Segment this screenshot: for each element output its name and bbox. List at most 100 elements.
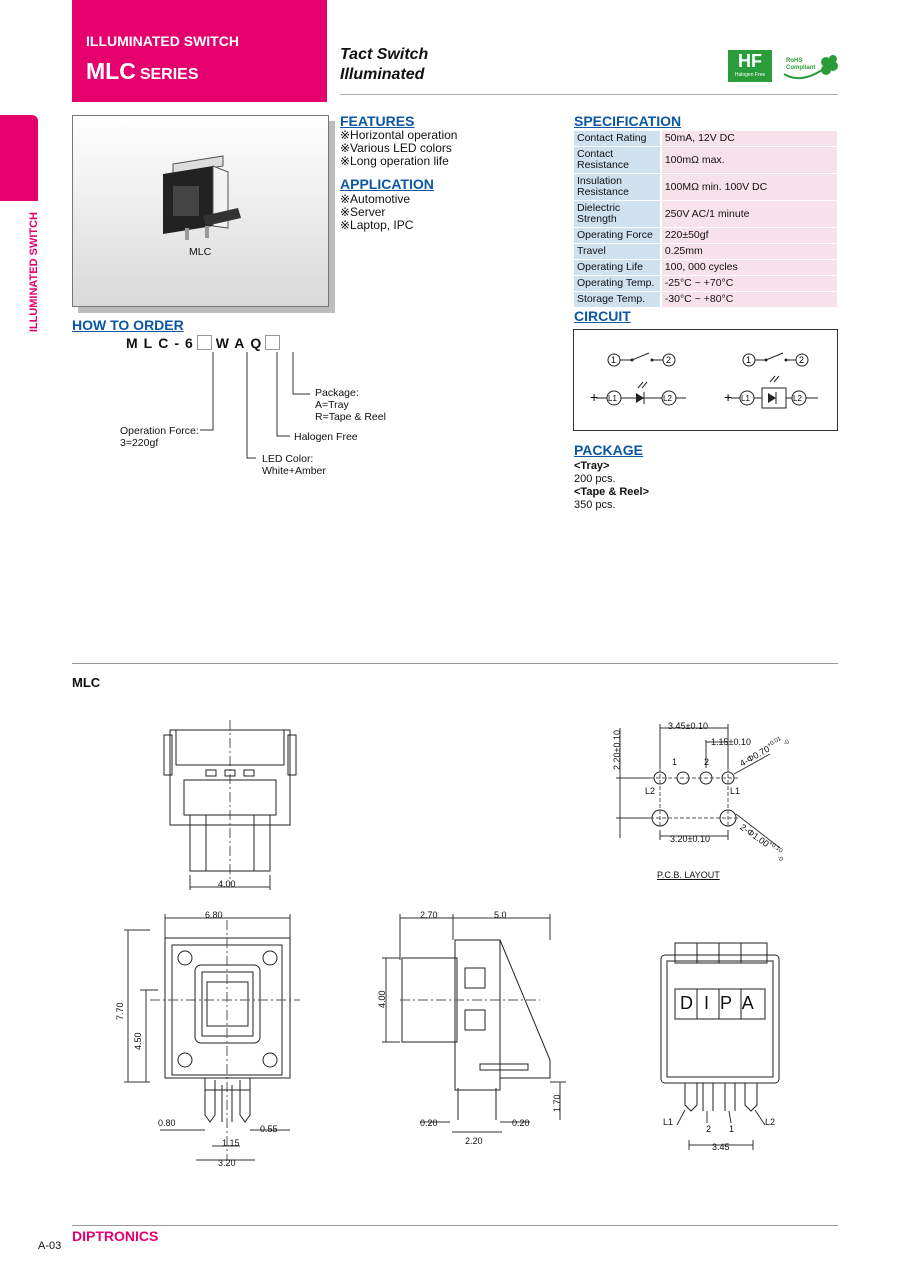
svg-text:L1: L1 <box>608 394 617 403</box>
pcb-caption: P.C.B. LAYOUT <box>657 870 720 880</box>
package-option: Package: A=Tray R=Tape & Reel <box>315 387 386 423</box>
spec-row: Operating Temp.-25°C ~ +70°C <box>574 275 837 292</box>
dim-front-770: 7.70 <box>115 1002 125 1020</box>
svg-text:L2: L2 <box>793 394 802 403</box>
dim-side-400: 4.00 <box>377 990 387 1008</box>
dim-side-020b: 0.20 <box>512 1118 530 1128</box>
side-tab-label: ILLUMINATED SWITCH <box>28 212 40 333</box>
back-logo-letters: DIPA <box>680 993 765 1013</box>
specification-heading: SPECIFICATION <box>574 113 682 129</box>
svg-text:2: 2 <box>799 355 804 365</box>
header-banner <box>72 0 327 102</box>
code-box <box>265 335 281 350</box>
brand-logo: DIPTRONICS <box>72 1228 159 1244</box>
product-label: MLC <box>189 246 212 258</box>
package-info: <Tray> 200 pcs. <Tape & Reel> 350 pcs. <box>574 460 649 511</box>
dim-side-50: 5.0 <box>494 910 507 920</box>
drawing-title: MLC <box>72 675 101 690</box>
side-view-drawing <box>382 914 566 1133</box>
application-item: ※Automotive <box>340 192 411 206</box>
title-line2: Illuminated <box>340 66 425 83</box>
dim-pcb-115: 1.15±0.10 <box>711 737 751 747</box>
package-heading: PACKAGE <box>574 442 643 458</box>
back-view-drawing <box>660 942 780 1150</box>
back-label-l2: L2 <box>765 1117 776 1127</box>
section-rule <box>72 663 838 664</box>
feature-item: ※Various LED colors <box>340 141 452 155</box>
side-tab <box>0 115 38 201</box>
dim-side-220: 2.20 <box>465 1136 483 1146</box>
front-view-drawing <box>124 914 300 1161</box>
dim-pcb-320: 3.20±0.10 <box>670 834 710 844</box>
svg-text:+: + <box>724 389 732 405</box>
top-view-drawing <box>163 720 297 890</box>
back-label-l1: L1 <box>663 1117 674 1127</box>
led-option: LED Color: White+Amber <box>262 453 326 477</box>
header-rule <box>340 94 838 95</box>
dim-front-055: 0.55 <box>260 1124 278 1134</box>
dim-front-680: 6.80 <box>205 910 223 920</box>
switch-image <box>163 155 241 240</box>
rohs-badge: RoHS Compliant <box>780 52 840 82</box>
category-label: ILLUMINATED SWITCH <box>86 33 239 49</box>
dim-pcb-220: 2.20±0.10 <box>612 730 622 770</box>
application-heading: APPLICATION <box>340 176 434 192</box>
pcb-layout-drawing <box>616 724 781 849</box>
svg-text:+: + <box>590 389 598 405</box>
code-box <box>196 335 212 350</box>
force-option: Operation Force: 3=220gf <box>120 425 199 449</box>
dim-front-080: 0.80 <box>158 1118 176 1128</box>
feature-item: ※Long operation life <box>340 154 449 168</box>
series-word: SERIES <box>139 66 199 83</box>
application-list: ※Automotive ※Server ※Laptop, IPC <box>340 193 413 232</box>
series-code: MLC <box>86 58 136 84</box>
svg-text:1: 1 <box>746 355 751 365</box>
halogen-option: Halogen Free <box>294 431 358 443</box>
dim-front-320: 3.20 <box>218 1158 236 1168</box>
feature-item: ※Horizontal operation <box>340 128 458 142</box>
halogen-free-badge: HF Halogen Free <box>728 50 772 82</box>
dim-top-width: 4.00 <box>218 879 236 889</box>
back-label-1: 1 <box>729 1124 735 1134</box>
dim-front-115: 1.15 <box>222 1138 240 1148</box>
dim-back-345: 3.45 <box>712 1142 730 1152</box>
svg-text:1: 1 <box>611 355 616 365</box>
back-label-2: 2 <box>706 1124 712 1134</box>
order-leader-lines <box>200 352 310 459</box>
footer-rule <box>72 1225 838 1226</box>
dim-front-450: 4.50 <box>133 1032 143 1050</box>
svg-text:L1: L1 <box>741 394 750 403</box>
dim-side-020a: 0.20 <box>420 1118 438 1128</box>
title-line1: Tact Switch <box>340 46 429 63</box>
dim-side-170: 1.70 <box>552 1094 562 1112</box>
how-to-order-heading: HOW TO ORDER <box>72 317 184 333</box>
application-item: ※Server <box>340 205 386 219</box>
pcb-label-2: 2 <box>704 757 710 767</box>
clover-icon <box>783 55 838 80</box>
circuit-heading: CIRCUIT <box>574 308 631 324</box>
product-photo: MLC <box>72 115 329 307</box>
circuit-diagram: 1 2 + L1 L2 1 2 + L1 L2 1 <box>573 329 838 431</box>
pcb-label-l2: L2 <box>645 786 656 796</box>
features-list: ※Horizontal operation ※Various LED color… <box>340 129 457 168</box>
dim-pcb-345: 3.45±0.10 <box>668 721 708 731</box>
application-item: ※Laptop, IPC <box>340 218 414 232</box>
svg-text:L2: L2 <box>663 394 672 403</box>
page-number: A-03 <box>38 1240 62 1252</box>
svg-text:2: 2 <box>666 355 671 365</box>
dim-side-270: 2.70 <box>420 910 438 920</box>
features-heading: FEATURES <box>340 113 415 129</box>
spec-row: Storage Temp.-30°C ~ +80°C <box>574 291 837 308</box>
pcb-label-1: 1 <box>672 757 678 767</box>
pcb-label-l1: L1 <box>730 786 741 796</box>
